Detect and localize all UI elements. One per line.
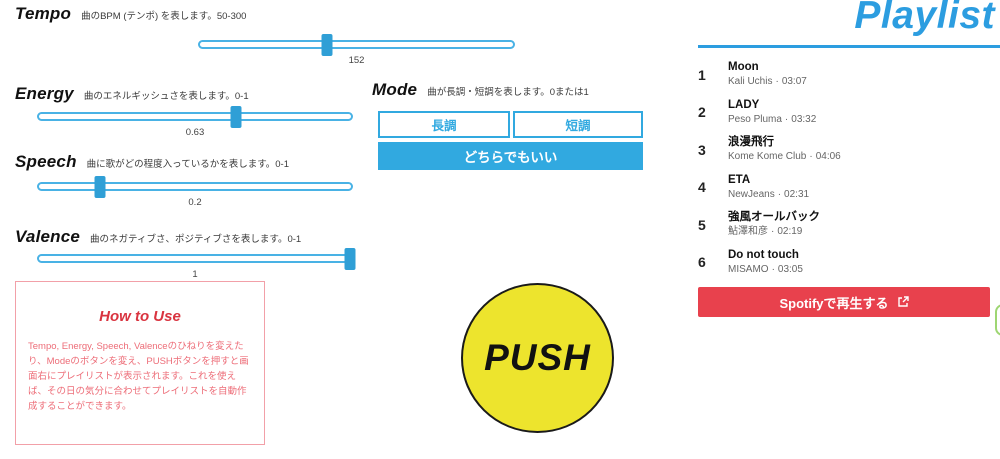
track-subtitle: MISAMO·03:05 bbox=[728, 263, 803, 276]
track-number: 2 bbox=[698, 104, 706, 121]
track-separator: · bbox=[775, 76, 779, 88]
speech-value: 0.2 bbox=[188, 197, 202, 208]
valence-slider-track[interactable] bbox=[37, 254, 353, 263]
spotify-play-button-label: Spotifyで再生する bbox=[779, 295, 889, 311]
mode-minor-button[interactable]: 短調 bbox=[513, 111, 643, 138]
tempo-slider-track[interactable] bbox=[198, 40, 515, 49]
how-to-use-title: How to Use bbox=[99, 308, 181, 325]
track-title: Moon bbox=[728, 61, 759, 74]
track-number: 5 bbox=[698, 216, 706, 233]
track-title: ETA bbox=[728, 173, 751, 186]
mode-label: Mode bbox=[372, 80, 418, 99]
tempo-heading: Tempo 曲のBPM (テンポ) を表します。50-300 bbox=[15, 4, 246, 24]
energy-value: 0.63 bbox=[185, 127, 205, 138]
track-artist: MISAMO bbox=[728, 263, 769, 275]
track-artist: 鮎澤和彦 bbox=[728, 226, 768, 238]
how-to-use-body: Tempo, Energy, Speech, Valenceのひねりを変えたり、… bbox=[28, 341, 249, 412]
track-separator: · bbox=[777, 188, 782, 200]
mode-description: 曲が長調・短調を表します。0または1 bbox=[427, 87, 589, 98]
track-subtitle: 鮎澤和彦·02:19 bbox=[728, 225, 820, 238]
track-number: 4 bbox=[698, 179, 706, 196]
how-to-use-box: How to Use Tempo, Energy, Speech, Valenc… bbox=[15, 281, 265, 445]
mode-heading: Mode 曲が長調・短調を表します。0または1 bbox=[372, 80, 589, 100]
speech-slider-track[interactable] bbox=[37, 182, 353, 191]
track-separator: · bbox=[809, 151, 813, 163]
track-row: 1 Moon Kali Uchis·03:07 bbox=[698, 56, 995, 94]
push-button[interactable]: PUSH bbox=[461, 283, 614, 433]
playlist-title: Playlist bbox=[854, 0, 995, 37]
tempo-value: 152 bbox=[348, 55, 365, 66]
mode-either-button[interactable]: どちらでもいい bbox=[378, 142, 643, 170]
energy-heading: Energy 曲のエネルギッシュさを表します。0-1 bbox=[15, 84, 249, 104]
valence-value: 1 bbox=[192, 269, 198, 280]
playlist-divider bbox=[698, 45, 1000, 48]
track-number: 6 bbox=[698, 254, 706, 271]
track-row: 4 ETA NewJeans·02:31 bbox=[698, 169, 995, 207]
track-artist: Kali Uchis bbox=[728, 76, 773, 88]
mode-major-button[interactable]: 長調 bbox=[378, 111, 510, 138]
track-separator: · bbox=[771, 226, 775, 238]
valence-heading: Valence 曲のネガティブさ、ポジティブさを表します。0-1 bbox=[15, 227, 301, 247]
track-duration: 02:19 bbox=[777, 226, 803, 238]
track-artist: Peso Pluma bbox=[728, 113, 782, 125]
track-title: LADY bbox=[728, 98, 760, 111]
tempo-description: 曲のBPM (テンポ) を表します。50-300 bbox=[81, 11, 247, 22]
valence-label: Valence bbox=[15, 227, 81, 246]
track-duration: 02:31 bbox=[784, 188, 810, 200]
track-duration: 03:32 bbox=[791, 113, 817, 125]
energy-description: 曲のエネルギッシュさを表します。0-1 bbox=[83, 91, 249, 102]
tempo-label: Tempo bbox=[15, 4, 72, 23]
valence-description: 曲のネガティブさ、ポジティブさを表します。0-1 bbox=[90, 234, 302, 245]
track-number: 1 bbox=[698, 66, 706, 83]
speech-slider[interactable]: 0.2 bbox=[37, 175, 353, 208]
track-duration: 03:07 bbox=[781, 76, 807, 88]
track-artist: Kome Kome Club bbox=[728, 151, 807, 163]
speech-label: Speech bbox=[15, 152, 77, 171]
playlist-track-list: 1 Moon Kali Uchis·03:07 2 LADY Peso Plum… bbox=[698, 56, 995, 281]
tempo-slider[interactable]: 152 bbox=[198, 33, 515, 66]
energy-label: Energy bbox=[15, 84, 74, 103]
track-subtitle: Kome Kome Club·04:06 bbox=[728, 150, 841, 163]
track-row: 5 強風オールバック 鮎澤和彦·02:19 bbox=[698, 206, 995, 244]
energy-slider[interactable]: 0.63 bbox=[37, 105, 353, 138]
speech-slider-thumb[interactable] bbox=[94, 175, 106, 198]
speech-description: 曲に歌がどの程度入っているかを表します。0-1 bbox=[86, 159, 289, 170]
spotify-play-button[interactable]: Spotifyで再生する bbox=[698, 287, 990, 317]
push-button-label: PUSH bbox=[484, 337, 591, 378]
track-duration: 03:05 bbox=[777, 263, 803, 275]
track-duration: 04:06 bbox=[815, 151, 841, 163]
valence-slider[interactable]: 1 bbox=[37, 247, 356, 280]
track-title: 強風オールバック bbox=[728, 211, 820, 224]
track-row: 2 LADY Peso Pluma·03:32 bbox=[698, 94, 995, 132]
track-title: Do not touch bbox=[728, 248, 799, 261]
speech-heading: Speech 曲に歌がどの程度入っているかを表します。0-1 bbox=[15, 152, 289, 172]
energy-slider-track[interactable] bbox=[37, 112, 353, 121]
track-artist: NewJeans bbox=[728, 188, 775, 200]
track-title: 浪漫飛行 bbox=[728, 136, 774, 149]
track-subtitle: Kali Uchis·03:07 bbox=[728, 75, 807, 88]
track-subtitle: Peso Pluma·03:32 bbox=[728, 113, 816, 126]
tempo-slider-thumb[interactable] bbox=[321, 33, 333, 56]
valence-slider-thumb[interactable] bbox=[344, 247, 356, 270]
track-separator: · bbox=[771, 263, 775, 275]
edge-partial-button[interactable] bbox=[995, 304, 1000, 336]
track-subtitle: NewJeans·02:31 bbox=[728, 188, 809, 201]
track-row: 6 Do not touch MISAMO·03:05 bbox=[698, 244, 995, 282]
track-row: 3 浪漫飛行 Kome Kome Club·04:06 bbox=[698, 131, 995, 169]
energy-slider-thumb[interactable] bbox=[230, 105, 242, 128]
track-number: 3 bbox=[698, 141, 706, 158]
track-separator: · bbox=[784, 113, 789, 125]
external-link-icon bbox=[897, 296, 909, 308]
